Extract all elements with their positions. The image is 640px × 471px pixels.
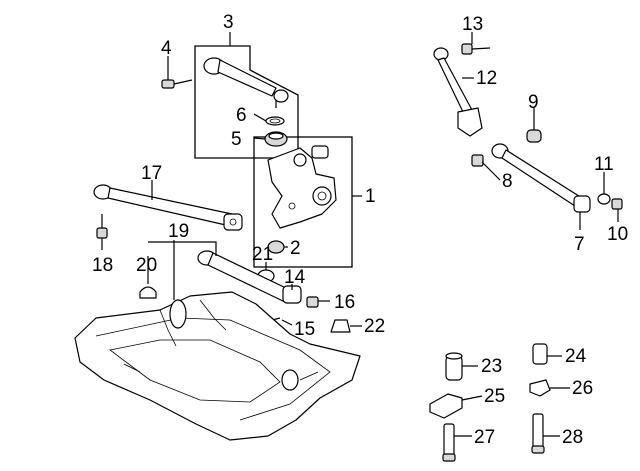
callout-2: 2	[290, 238, 301, 259]
part-3-upper-arm[interactable]	[203, 57, 289, 108]
part-23-bushing[interactable]	[445, 352, 463, 381]
part-18-bolt[interactable]	[96, 214, 108, 239]
part-24-bushing[interactable]	[532, 343, 548, 365]
part-25-bracket[interactable]	[429, 393, 463, 419]
callout-9: 9	[528, 92, 539, 113]
part-4-bolt[interactable]	[161, 79, 193, 89]
part-28-screw[interactable]	[531, 413, 545, 454]
part-12-upper-link[interactable]	[433, 47, 483, 137]
part-1-knuckle[interactable]	[267, 145, 337, 229]
part-11-washer[interactable]	[597, 193, 611, 205]
callout-15: 15	[294, 319, 315, 340]
callout-18: 18	[92, 255, 113, 276]
part-8-bolt[interactable]	[471, 154, 484, 167]
part-20-cap[interactable]	[139, 286, 157, 299]
knuckle-group-box	[253, 136, 353, 268]
callout-26: 26	[572, 378, 593, 399]
callout-16: 16	[334, 292, 355, 313]
part-26-clip[interactable]	[529, 379, 551, 397]
callout-12: 12	[476, 68, 497, 89]
leader-lines	[101, 32, 619, 437]
callout-20: 20	[136, 255, 157, 276]
callout-7: 7	[574, 234, 585, 255]
part-6-ring[interactable]	[265, 116, 285, 126]
callout-19: 19	[168, 221, 189, 242]
callout-3: 3	[223, 12, 234, 33]
callout-5: 5	[231, 129, 242, 150]
upper-arm-group-box	[194, 45, 299, 159]
callout-8: 8	[502, 171, 513, 192]
part-22-bushing[interactable]	[330, 319, 351, 333]
callout-4: 4	[161, 38, 172, 59]
callout-25: 25	[484, 386, 505, 407]
callout-24: 24	[565, 346, 587, 367]
part-7-trailing-link[interactable]	[491, 143, 591, 213]
part-27-screw[interactable]	[442, 423, 456, 462]
part-13-bolt[interactable]	[461, 43, 491, 55]
part-10-nut[interactable]	[611, 198, 623, 210]
callout-21: 21	[252, 244, 273, 265]
part-9-bushing[interactable]	[526, 129, 542, 143]
part-16-nut[interactable]	[306, 296, 319, 308]
callout-17: 17	[141, 163, 162, 184]
callout-14: 14	[284, 267, 306, 288]
part-17-lower-arm[interactable]	[93, 184, 243, 231]
callout-10: 10	[607, 224, 628, 245]
callout-22: 22	[364, 316, 385, 337]
callout-27: 27	[474, 427, 495, 448]
callout-13: 13	[462, 14, 483, 35]
callout-28: 28	[562, 427, 583, 448]
callout-6: 6	[236, 105, 247, 126]
callout-1: 1	[365, 186, 376, 207]
part-5-bushing[interactable]	[264, 131, 288, 147]
callout-11: 11	[594, 154, 614, 175]
callout-23: 23	[481, 356, 502, 377]
part-14-link[interactable]	[197, 250, 302, 304]
part-19-subframe[interactable]	[74, 291, 361, 441]
